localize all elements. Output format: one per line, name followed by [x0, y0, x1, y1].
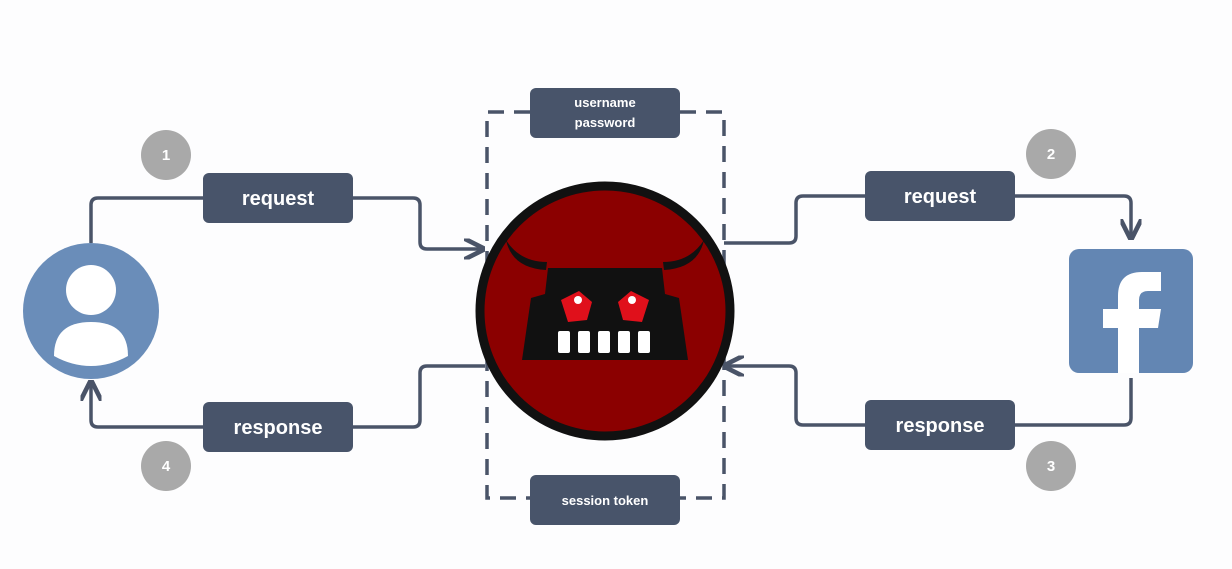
right-response-label: response [865, 400, 1015, 450]
left-response-text: response [234, 417, 323, 439]
credentials-password: password [575, 115, 636, 130]
connector-right-request [724, 194, 1131, 245]
connector-left-response [91, 364, 485, 429]
step-badge-2: 2 [1026, 129, 1076, 179]
step-number-4: 4 [162, 458, 171, 475]
session-token-label: session token [530, 475, 680, 525]
step-badge-4: 4 [141, 441, 191, 491]
step-number-2: 2 [1047, 146, 1055, 163]
credentials-username: username [574, 95, 635, 110]
credentials-label: username password [530, 88, 680, 138]
connector-right-response [727, 366, 1133, 427]
right-request-label: request [865, 171, 1015, 221]
facebook-logo-icon [1069, 249, 1193, 373]
left-request-text: request [242, 188, 315, 210]
step-number-1: 1 [162, 147, 170, 164]
right-response-text: response [896, 415, 985, 437]
left-response-label: response [203, 402, 353, 452]
left-request-label: request [203, 173, 353, 223]
step-number-3: 3 [1047, 458, 1055, 475]
demon-attacker-icon [475, 181, 735, 441]
session-token-text: session token [562, 493, 649, 508]
step-badge-3: 3 [1026, 441, 1076, 491]
connector-left-request [89, 196, 481, 249]
right-request-text: request [904, 186, 977, 208]
step-badge-1: 1 [141, 130, 191, 180]
user-avatar-icon [23, 243, 159, 379]
